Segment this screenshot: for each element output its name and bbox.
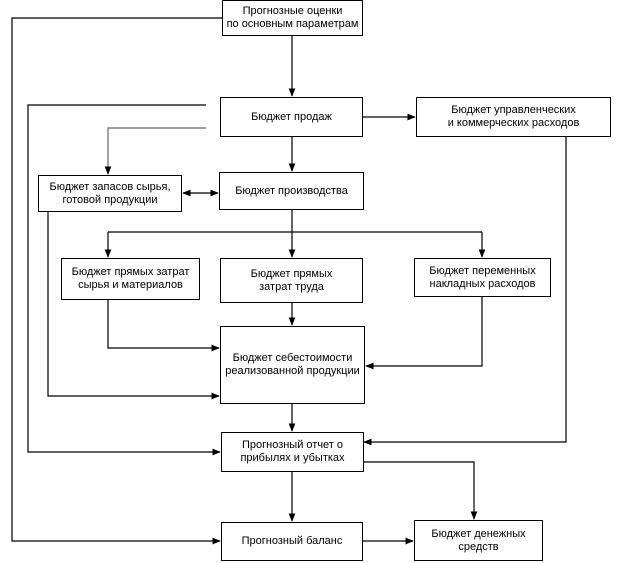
box-income-statement-line-2: прибылях и убытках	[240, 452, 345, 464]
box-cash-budget: Бюджет денежных средств	[414, 520, 543, 561]
arrow-income-to-cash	[364, 461, 478, 520]
box-labor-budget-line-2: затрат труда	[259, 280, 324, 293]
box-sales-budget-line-1: Бюджет продаж	[251, 110, 332, 123]
box-forecasts-line-1: Прогнозные оценки	[242, 5, 343, 17]
box-inventory-budget-line-2: готовой продукции	[62, 193, 158, 206]
arrow-materials-to-cogs	[107, 300, 220, 352]
box-forecast-balance: Прогнозный баланс	[221, 522, 363, 561]
box-income-statement: Прогнозный отчет о прибылях и убытках	[221, 432, 364, 472]
box-admin-budget-line-1: Бюджет управленческих	[451, 104, 576, 116]
box-production-budget-line-1: Бюджет производства	[235, 184, 348, 197]
box-cogs-budget-line-1: Бюджет себестоимости	[232, 352, 353, 364]
box-inventory-budget-line-1: Бюджет запасов сырья,	[49, 180, 171, 193]
box-materials-budget-line-1: Бюджет прямых затрат	[71, 266, 190, 278]
box-inventory-budget: Бюджет запасов сырья, готовой продукции	[38, 175, 182, 212]
box-cogs-budget-line-2: реализованной продукции	[225, 365, 360, 377]
box-materials-budget: Бюджет прямых затрат сырья и материалов	[61, 258, 200, 300]
box-labor-budget-line-1: Бюджет прямых	[250, 267, 333, 280]
arrow-inventory-to-cogs	[47, 212, 220, 400]
arrow-sales-to-inventory	[104, 127, 206, 175]
arrow-overhead-to-cogs	[365, 297, 483, 370]
box-forecasts: Прогнозные оценки по основным параметрам	[222, 0, 363, 36]
box-overhead-budget-line-2: накладных расходов	[429, 277, 536, 290]
arrow-forecasts-to-balance	[11, 17, 222, 545]
box-cash-budget-line-1: Бюджет денежных	[431, 527, 526, 540]
box-cogs-budget: Бюджет себестоимости реализованной проду…	[220, 326, 365, 404]
arrow-admin-to-income	[363, 137, 567, 446]
box-overhead-budget: Бюджет переменных накладных расходов	[414, 258, 551, 297]
box-forecasts-line-2: по основным параметрам	[226, 18, 359, 30]
box-admin-budget-line-2: и коммерческих расходов	[447, 117, 580, 129]
box-sales-budget: Бюджет продаж	[220, 97, 363, 137]
box-production-budget: Бюджет производства	[219, 172, 364, 210]
box-materials-budget-line-2: сырья и материалов	[78, 279, 183, 291]
box-income-statement-line-1: Прогнозный отчет о	[241, 439, 344, 451]
box-admin-budget: Бюджет управленческих и коммерческих рас…	[416, 97, 611, 137]
box-overhead-budget-line-1: Бюджет переменных	[429, 264, 536, 277]
box-labor-budget: Бюджет прямых затрат труда	[220, 258, 363, 303]
box-cash-budget-line-2: средств	[458, 540, 499, 553]
box-forecast-balance-line-1: Прогнозный баланс	[241, 535, 343, 547]
arrow-sales-to-income	[27, 104, 221, 456]
